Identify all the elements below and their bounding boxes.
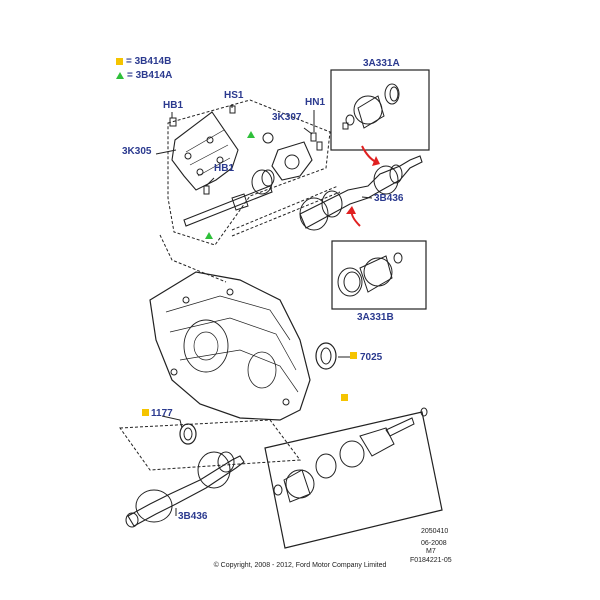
callout-7025: 7025: [360, 352, 383, 363]
right-halfshaft: [299, 155, 423, 229]
callout-hb1-top: HB1: [163, 100, 184, 111]
boot-kit-box-a: [330, 69, 430, 151]
callout-3a331b: 3A331B: [357, 312, 394, 323]
callout-3b436-top: 3B436: [374, 193, 404, 204]
seal-7025: [315, 342, 337, 370]
callout-3k307: 3K307: [272, 112, 302, 123]
transaxle-housing: [149, 271, 311, 421]
callout-hn1: HN1: [305, 97, 326, 108]
green-triangle-marker: [116, 72, 124, 79]
legend-item-3b414a: = 3B414A: [116, 70, 172, 81]
yellow-square-marker: [116, 58, 123, 65]
lower-boot-kit-box: [264, 411, 443, 549]
callout-3a331a: 3A331A: [363, 58, 400, 69]
left-halfshaft: [127, 455, 245, 527]
callout-hs1: HS1: [224, 90, 244, 101]
legend-item-3b414b: = 3B414B: [116, 56, 171, 67]
diagram-revision: M7: [426, 548, 436, 555]
figure-number: F0184221-05: [410, 557, 452, 564]
callout-1177: 1177: [151, 408, 173, 419]
diagram-date: 06-2008: [421, 540, 447, 547]
callout-3b436-bottom: 3B436: [178, 511, 208, 522]
seal-1177: [179, 423, 197, 445]
copyright-notice: © Copyright, 2008 - 2012, Ford Motor Com…: [213, 562, 387, 569]
lower-dashed-outline: [119, 419, 301, 471]
diagram-code: 2050410: [421, 528, 449, 535]
callout-hb1-mid: HB1: [214, 163, 235, 174]
boot-kit-box-b: [331, 240, 427, 310]
callout-3k305: 3K305: [122, 146, 152, 157]
center-bearing-bracket: [271, 141, 313, 181]
intermediate-shaft: [183, 185, 273, 227]
heat-shield-bracket: [171, 111, 239, 191]
